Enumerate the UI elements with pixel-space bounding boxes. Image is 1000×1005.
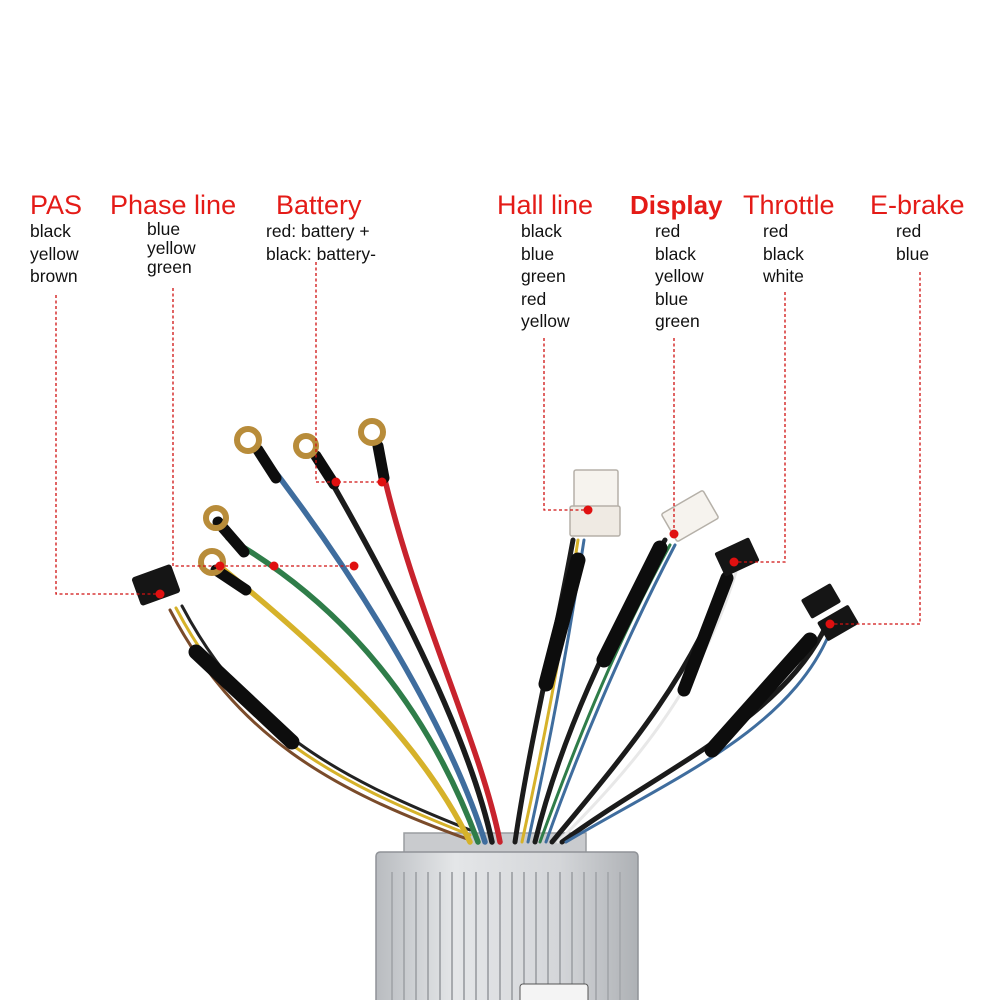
- hall-connector: [569, 469, 621, 537]
- ebrake-leader: [830, 272, 921, 625]
- label-display: Display red black yellow blue green: [630, 190, 723, 333]
- wire-color: black: [521, 221, 562, 241]
- battery-leader: [315, 262, 382, 483]
- battery-wire-black: [317, 459, 495, 845]
- display-wires-blue: [544, 543, 677, 844]
- wire-color: blue: [655, 288, 689, 309]
- label-phase-line: Phase line blue yellow green: [110, 190, 236, 277]
- pas-wire-brown: [168, 608, 472, 842]
- ebrake-connectors: [801, 583, 859, 641]
- wire-color: black: [30, 221, 71, 241]
- label-title: PAS: [30, 190, 83, 220]
- wire-color: yellow: [521, 311, 570, 331]
- throttle-connector: [714, 537, 760, 577]
- wire-color: yellow: [147, 238, 196, 258]
- pas-leader: [55, 295, 160, 595]
- leader-dots: [155, 477, 835, 629]
- throttle-wire-white: [556, 570, 738, 844]
- controller-housing: [375, 832, 639, 1005]
- wire-color: yellow: [655, 266, 704, 286]
- label-title: E-brake: [870, 190, 965, 220]
- ring-terminal-4: [203, 505, 229, 531]
- wire-color: blue: [147, 219, 181, 239]
- wire-color: white: [763, 266, 804, 286]
- heat-shrink-sleeves: [188, 440, 818, 758]
- display-connector: [661, 490, 719, 542]
- wire-color: black: [763, 243, 804, 264]
- ring-terminal-1: [234, 426, 262, 454]
- label-hall-line: Hall line black blue green red yellow: [497, 190, 593, 333]
- wire-color: black: battery-: [266, 243, 376, 264]
- wire-color: black: [655, 243, 696, 264]
- ebrake-wire-blue: [564, 630, 832, 844]
- wire-color: red: [655, 221, 681, 241]
- label-battery: Battery red: battery + black: battery-: [266, 190, 376, 265]
- battery-wire-red: [377, 455, 503, 845]
- wire-color: red: [763, 221, 789, 241]
- ring-terminal-3: [358, 418, 386, 446]
- label-title: Phase line: [110, 190, 237, 220]
- phase-wire-green: [225, 535, 481, 845]
- label-throttle: Throttle red black white: [743, 190, 835, 288]
- label-title: Display: [630, 190, 723, 220]
- label-e-brake: E-brake red blue: [870, 190, 965, 265]
- wire-color: green: [521, 266, 566, 286]
- wire-color: red: [521, 288, 547, 309]
- leader-lines: [55, 262, 921, 625]
- pas-wire-black: [180, 604, 472, 832]
- wire-color: red: battery +: [266, 221, 370, 241]
- label-title: Throttle: [743, 190, 835, 220]
- pas-wire-yellow: [174, 606, 472, 837]
- wire-color: blue: [896, 243, 930, 264]
- wire-color: blue: [521, 243, 555, 264]
- ring-terminal-2: [293, 433, 319, 459]
- wire-color: green: [655, 311, 700, 331]
- phase-leader: [172, 288, 356, 567]
- wire-bundle: [168, 449, 832, 845]
- phase-wire-yellow: [219, 565, 473, 845]
- label-title: Battery: [276, 190, 362, 220]
- pas-connector: [131, 564, 181, 606]
- phase-wire-blue: [257, 449, 488, 845]
- wire-color: green: [147, 257, 192, 277]
- wire-color: yellow: [30, 243, 79, 264]
- wire-color: brown: [30, 266, 78, 286]
- hall-leader: [543, 338, 588, 511]
- wire-color: red: [896, 221, 922, 241]
- label-title: Hall line: [497, 190, 594, 220]
- label-pas: PAS black yellow brown: [30, 190, 82, 288]
- ring-terminal-5: [198, 548, 226, 576]
- connectors: [131, 469, 859, 641]
- throttle-leader: [734, 292, 786, 563]
